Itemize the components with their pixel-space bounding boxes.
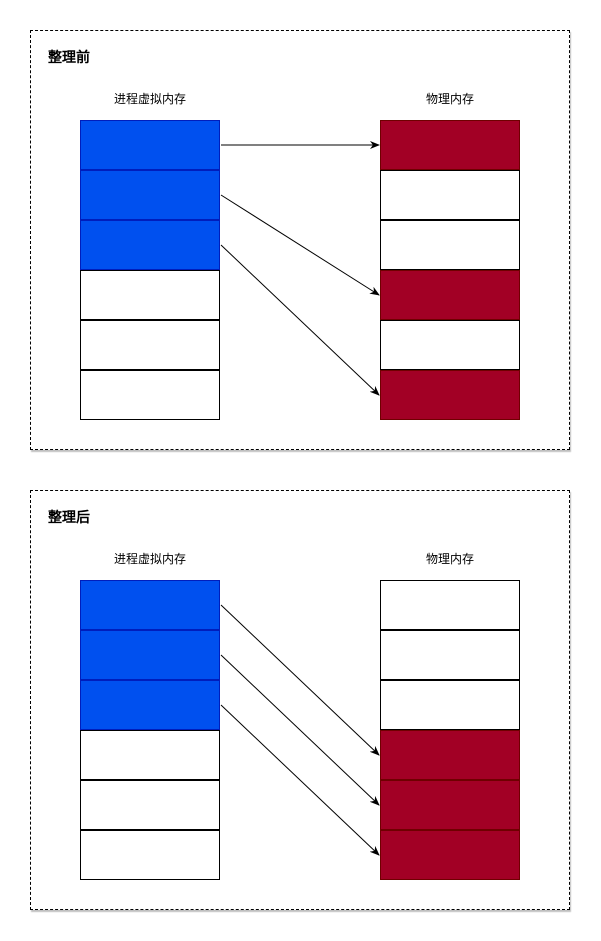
physical-page-before-4 <box>380 320 520 370</box>
physical-page-after-2 <box>380 680 520 730</box>
physical-page-after-5 <box>380 830 520 880</box>
virtual-page-after-3 <box>80 730 220 780</box>
physical-memory-label-before: 物理内存 <box>425 92 474 106</box>
physical-page-after-1 <box>380 630 520 680</box>
virtual-page-after-2 <box>80 680 220 730</box>
virtual-page-before-4 <box>80 320 220 370</box>
virtual-page-after-5 <box>80 830 220 880</box>
physical-page-before-1 <box>380 170 520 220</box>
virtual-page-after-1 <box>80 630 220 680</box>
virtual-page-before-0 <box>80 120 220 170</box>
physical-page-before-3 <box>380 270 520 320</box>
physical-memory-label-after: 物理内存 <box>425 552 474 566</box>
virtual-memory-label-after: 进程虚拟内存 <box>113 552 186 566</box>
physical-page-after-3 <box>380 730 520 780</box>
frame-title-before: 整理前 <box>48 50 90 66</box>
virtual-page-before-1 <box>80 170 220 220</box>
virtual-memory-label-before: 进程虚拟内存 <box>113 92 186 106</box>
virtual-page-after-0 <box>80 580 220 630</box>
virtual-page-after-4 <box>80 780 220 830</box>
physical-page-before-0 <box>380 120 520 170</box>
physical-page-before-5 <box>380 370 520 420</box>
virtual-page-before-2 <box>80 220 220 270</box>
frame-after: 整理后 <box>30 490 570 910</box>
physical-page-after-4 <box>380 780 520 830</box>
physical-page-before-2 <box>380 220 520 270</box>
physical-page-after-0 <box>380 580 520 630</box>
frame-before: 整理前 <box>30 30 570 450</box>
frame-title-after: 整理后 <box>48 510 90 526</box>
virtual-page-before-5 <box>80 370 220 420</box>
virtual-page-before-3 <box>80 270 220 320</box>
